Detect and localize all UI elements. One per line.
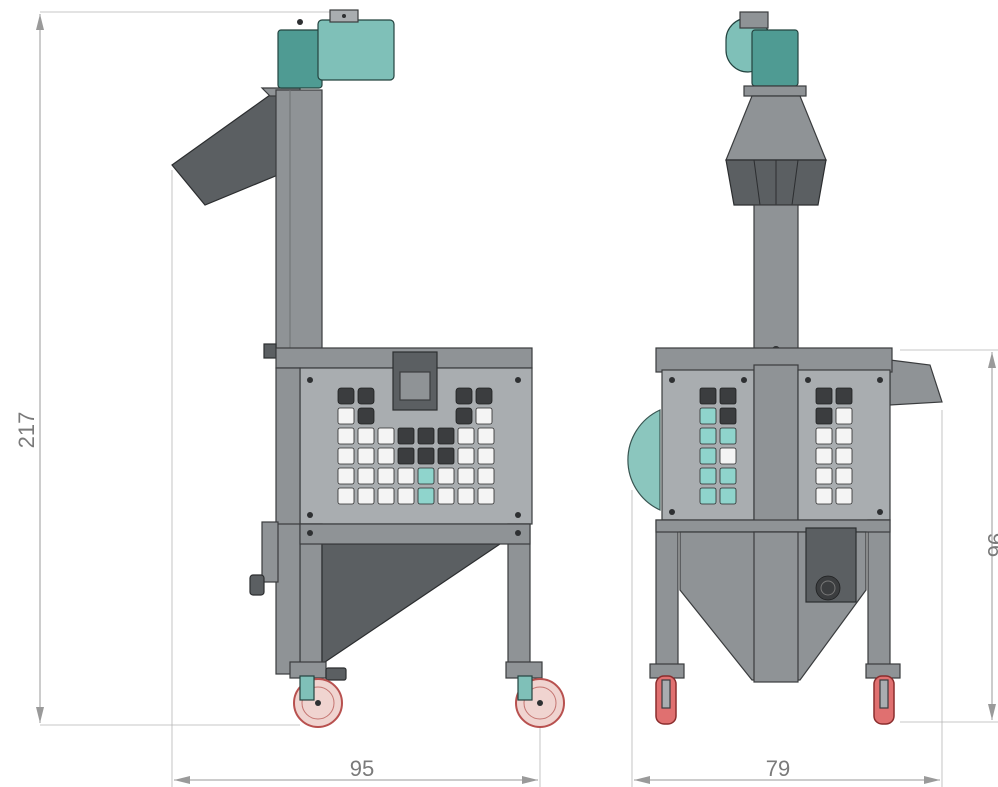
side-hopper-chute: [171, 94, 291, 206]
side-auger-tube: [275, 89, 323, 353]
grille-hole: [815, 387, 833, 405]
front-hopper-funnel: [725, 95, 827, 161]
dim-width-95: 95: [350, 756, 374, 781]
grille-hole: [357, 447, 375, 465]
grille-hole: [719, 387, 737, 405]
grille-hole: [337, 467, 355, 485]
side-rear-leg: [299, 523, 323, 665]
front-left-wheel: [655, 675, 677, 725]
grille-hole: [815, 407, 833, 425]
grille-hole: [699, 447, 717, 465]
grille-hole: [719, 427, 737, 445]
grille-hole: [477, 487, 495, 505]
grille-hole: [719, 447, 737, 465]
grille-hole: [815, 427, 833, 445]
grille-hole: [719, 487, 737, 505]
grille-hole: [417, 487, 435, 505]
grille-hole: [457, 467, 475, 485]
grille-hole: [477, 427, 495, 445]
grille-hole: [337, 487, 355, 505]
dim-height-217: 217: [14, 412, 39, 449]
grille-hole: [699, 427, 717, 445]
side-view: [171, 9, 565, 728]
side-motor: [317, 19, 395, 81]
side-front-wheel: [515, 675, 565, 728]
grille-hole: [719, 407, 737, 425]
grille-hole: [337, 427, 355, 445]
dimension-lines: [36, 11, 998, 787]
dim-height-96: 96: [983, 533, 998, 557]
grille-hole: [477, 447, 495, 465]
grille-hole: [437, 447, 455, 465]
grille-hole: [835, 447, 853, 465]
front-outlet-port: [815, 575, 841, 601]
front-right-wheel: [873, 675, 895, 725]
grille-hole: [477, 467, 495, 485]
grille-hole: [437, 487, 455, 505]
grille-hole: [417, 447, 435, 465]
side-gearbox: [277, 29, 323, 89]
grille-hole: [357, 487, 375, 505]
side-grille-holes: [337, 387, 493, 425]
grille-hole: [377, 467, 395, 485]
side-knob: [249, 574, 265, 596]
grille-hole: [397, 467, 415, 485]
grille-hole: [377, 487, 395, 505]
dim-width-79: 79: [766, 756, 790, 781]
grille-hole: [417, 467, 435, 485]
front-view: [627, 11, 943, 725]
grille-hole: [699, 407, 717, 425]
front-grille-grid: [699, 387, 853, 505]
front-motor: [751, 29, 799, 87]
grille-hole: [815, 467, 833, 485]
grille-hole: [397, 427, 415, 445]
front-left-leg: [655, 519, 679, 667]
grille-hole: [357, 467, 375, 485]
grille-hole: [437, 467, 455, 485]
grille-hole: [835, 407, 853, 425]
grille-hole: [457, 447, 475, 465]
grille-hole: [457, 427, 475, 445]
grille-hole: [699, 387, 717, 405]
grille-hole: [417, 427, 435, 445]
grille-hole: [815, 447, 833, 465]
grille-hole: [377, 427, 395, 445]
side-rear-wheel: [293, 675, 343, 728]
grille-hole: [815, 487, 833, 505]
front-right-leg: [867, 519, 891, 667]
grille-hole: [835, 487, 853, 505]
grille-hole: [835, 427, 853, 445]
grille-hole: [835, 467, 853, 485]
grille-hole: [835, 387, 853, 405]
grille-hole: [337, 447, 355, 465]
grille-hole: [699, 467, 717, 485]
grille-hole: [397, 487, 415, 505]
grille-hole: [457, 487, 475, 505]
grille-hole: [357, 427, 375, 445]
grille-hole: [719, 467, 737, 485]
grille-hole: [397, 447, 415, 465]
front-auger-tube: [753, 204, 799, 366]
front-disc-guard: [627, 409, 661, 511]
side-lower-hopper: [321, 543, 502, 666]
grille-hole: [437, 427, 455, 445]
grille-hole: [699, 487, 717, 505]
side-front-leg: [507, 523, 531, 665]
side-grille-grid: [337, 427, 495, 505]
front-side-chute: [889, 359, 943, 406]
grille-hole: [377, 447, 395, 465]
